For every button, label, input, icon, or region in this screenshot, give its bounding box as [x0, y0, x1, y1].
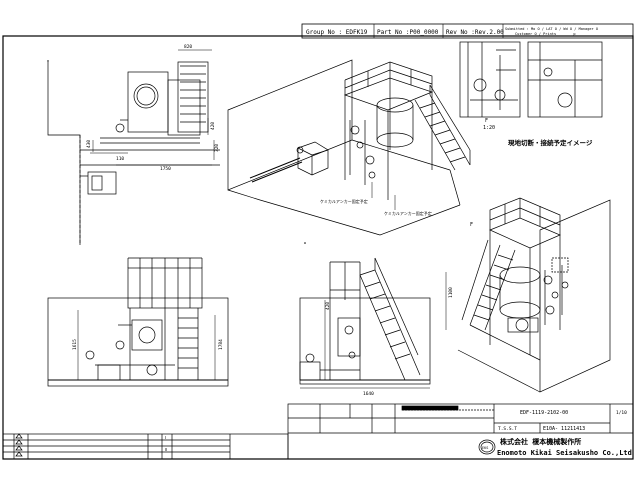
- anchor-label-2: ケミカルアンカー固定予定: [384, 210, 432, 216]
- header-part-no: Part No :P00_0000: [377, 29, 439, 36]
- plan-dim-430: 430: [86, 140, 92, 148]
- sheet-border: [2, 35, 634, 460]
- header-rev-no: Rev No :Rev.2.00: [446, 29, 504, 36]
- detail-scale: 1:20: [483, 125, 495, 131]
- iso-view-main: [227, 59, 471, 236]
- rev-cell-1: Ⅰ: [165, 435, 166, 440]
- company-logo: EKS: [482, 446, 488, 450]
- front-view: [47, 257, 229, 387]
- title-scale: 1/10: [616, 410, 627, 416]
- detail-view-right: [527, 41, 603, 118]
- detail-view-left: [459, 41, 521, 118]
- title-sub-no: E10A- 11211413: [543, 426, 585, 432]
- header-block: [301, 23, 634, 39]
- side-dim-420: 420: [325, 302, 331, 310]
- front-dim-1784: 1784: [218, 339, 224, 350]
- iso-view-right: [457, 197, 611, 393]
- header-group-no: Group No : EDFK19: [306, 29, 368, 36]
- plan-dim-420: 420: [210, 122, 216, 130]
- rev-cell-2: Ⅱ: [165, 447, 167, 452]
- anchor-label-1: ケミカルアンカー固定予定: [320, 198, 368, 204]
- header-submitted-1: Submitted : Mo O / LAT O / Wd O / Manage…: [505, 27, 598, 31]
- plan-dim-1750: 1750: [160, 166, 171, 172]
- side-dim-1640: 1640: [363, 391, 374, 397]
- plan-view: [47, 49, 220, 245]
- header-submitted-2: Customer O / Prints ______ p: [515, 32, 576, 36]
- company-name-en: Enomoto Kikai Seisakusho Co.,Ltd: [497, 449, 632, 457]
- company-name-jp: 株式会社 榎本機械製作所: [500, 437, 581, 446]
- title-stamp: T.S.S.T: [498, 426, 517, 432]
- plan-dim-820: 820: [184, 44, 192, 50]
- iso-detail-label: F: [470, 222, 473, 228]
- side-view: [299, 257, 447, 389]
- plan-dim-320: 320: [214, 144, 220, 152]
- side-dim-1100: 1100: [448, 287, 454, 298]
- title-drawing-no: EDF-1119-2102-00: [520, 410, 568, 416]
- plan-dim-110: 110: [116, 156, 124, 162]
- detail-label: F: [485, 118, 488, 124]
- front-dim-1615: 1615: [72, 339, 78, 350]
- site-note-jp: 現地切断・接続予定イメージ: [508, 138, 593, 147]
- title-block: [2, 403, 634, 460]
